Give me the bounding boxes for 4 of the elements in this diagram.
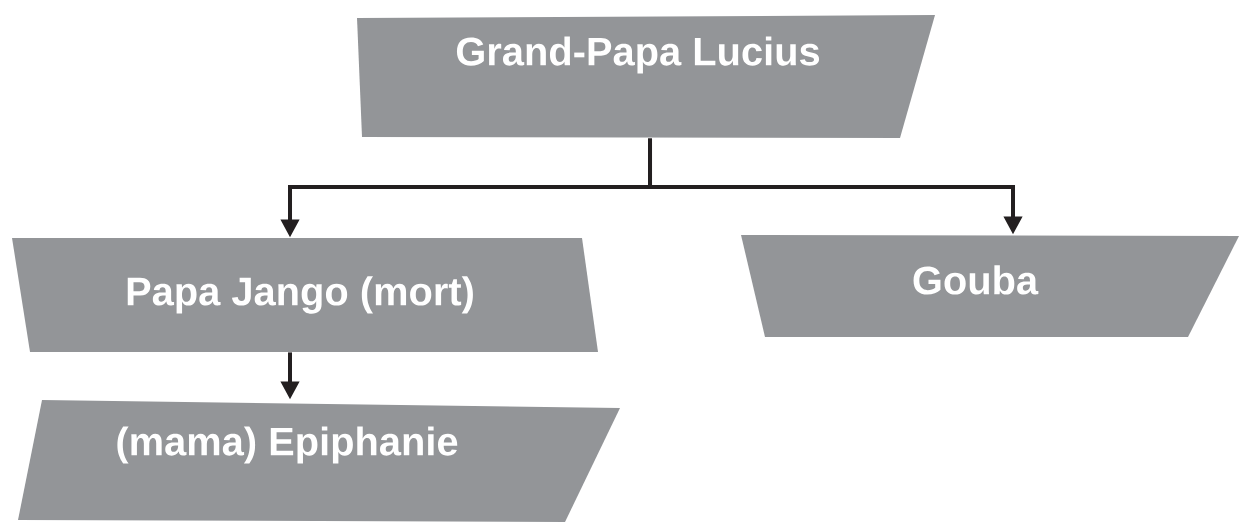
process-box: Papa Jango (mort) — [12, 238, 598, 352]
process-box: Grand-Papa Lucius — [357, 15, 935, 138]
process-box: (mama) Epiphanie — [18, 400, 620, 522]
process-box: Gouba — [741, 235, 1239, 337]
